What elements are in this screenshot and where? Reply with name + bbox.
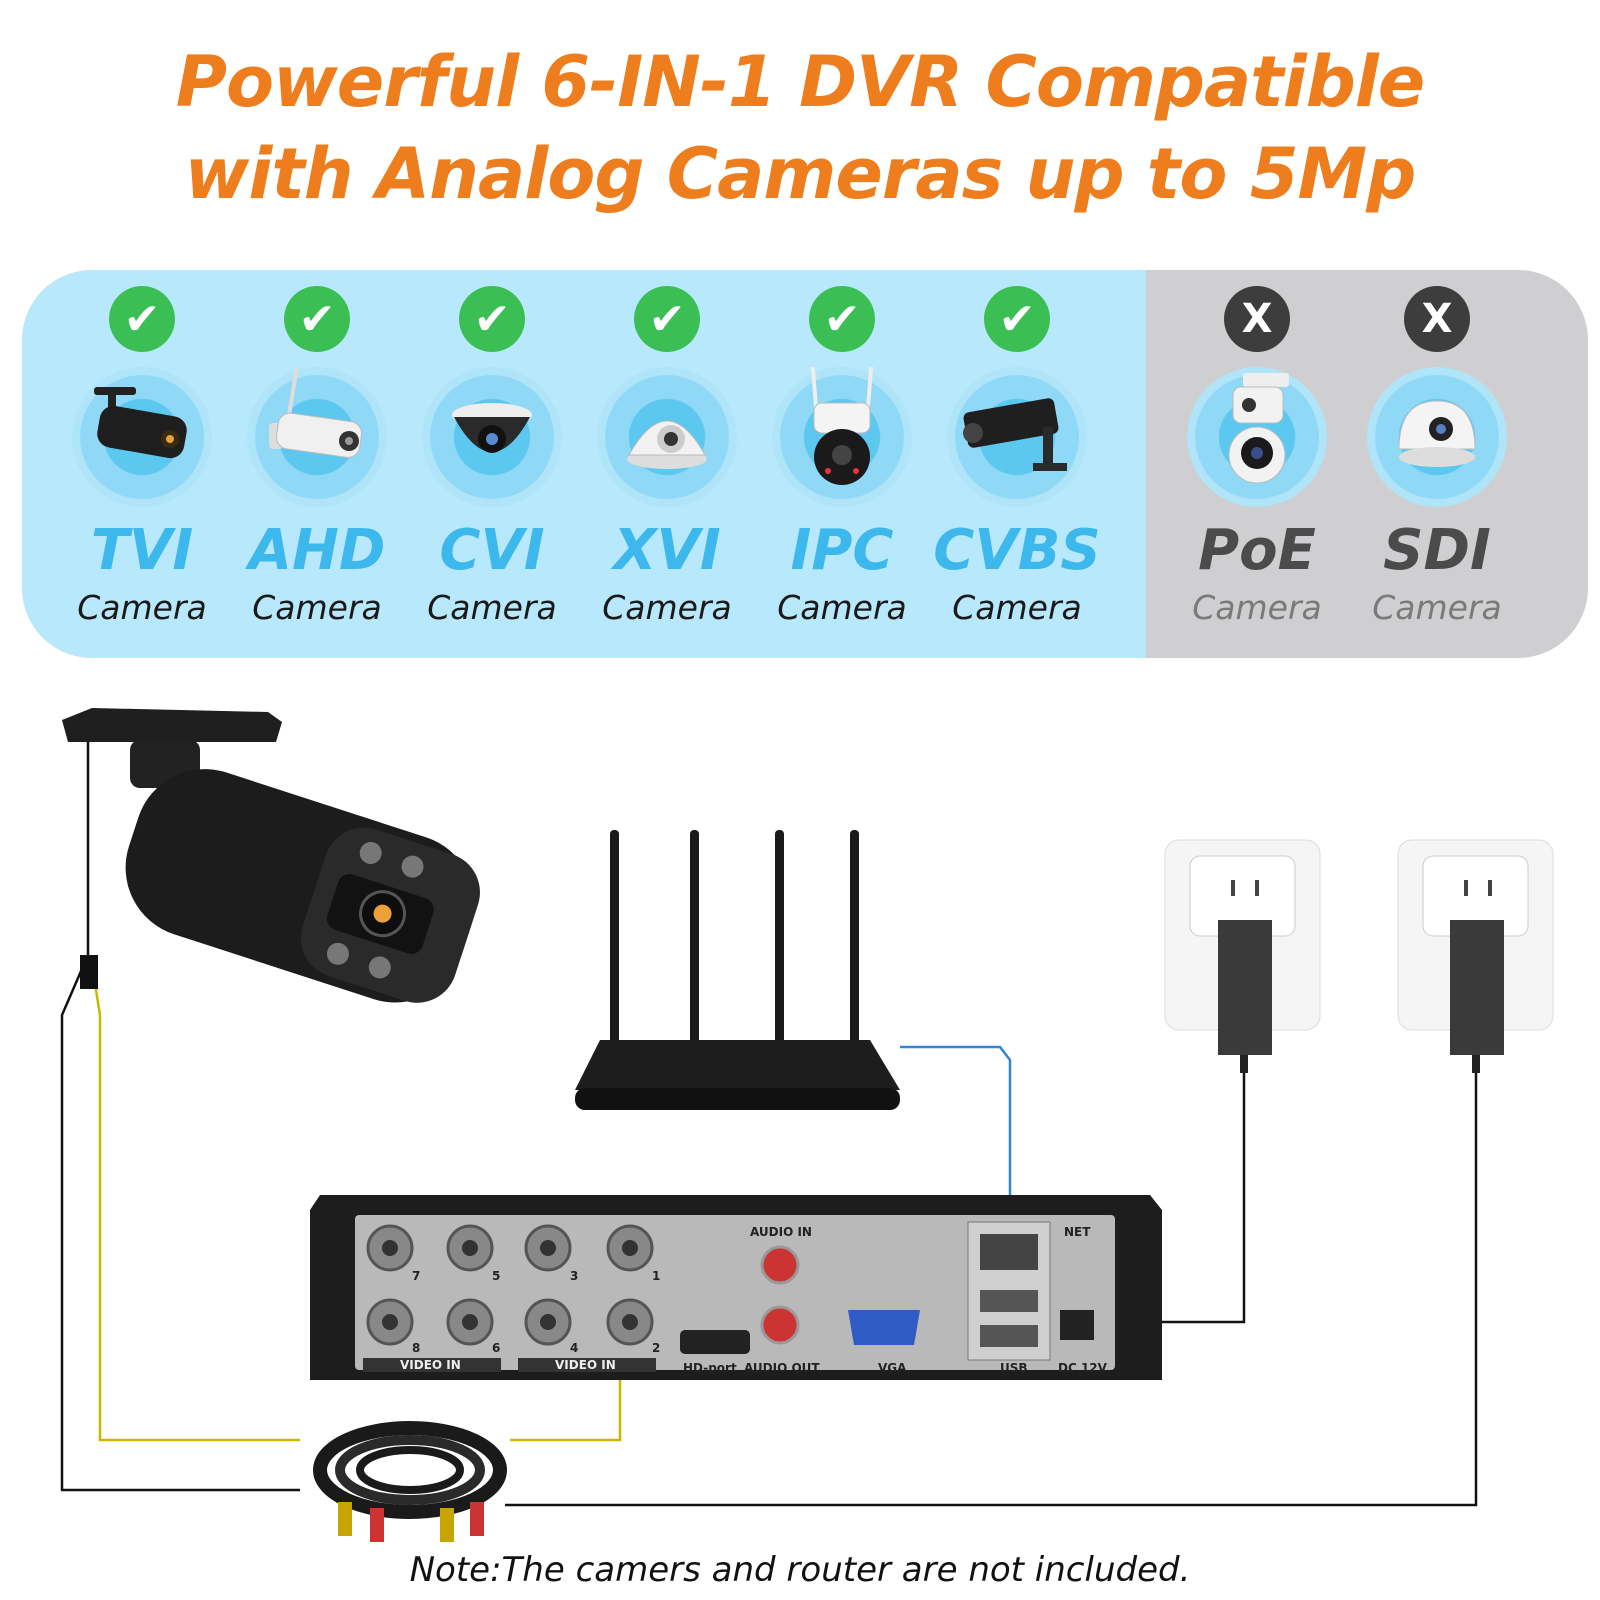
- wall-outlet-2: [1397, 839, 1554, 1073]
- cross-icon: X: [1224, 286, 1290, 352]
- camera-type: Camera: [77, 588, 207, 627]
- camera-name: XVI: [613, 518, 721, 583]
- disclaimer-note: Note:The camers and router are not inclu…: [409, 1550, 1191, 1590]
- camera-type: Camera: [252, 588, 382, 627]
- check-icon: ✔: [459, 286, 525, 352]
- check-icon: ✔: [984, 286, 1050, 352]
- svg-text:2: 2: [652, 1341, 660, 1355]
- wall-outlet-1: [1164, 839, 1321, 1073]
- camera-type: Camera: [602, 588, 732, 627]
- usb-label: USB: [1000, 1361, 1028, 1375]
- svg-text:5: 5: [492, 1269, 500, 1283]
- svg-text:8: 8: [412, 1341, 420, 1355]
- camera-type: Camera: [952, 588, 1082, 627]
- net-label: NET: [1064, 1225, 1091, 1239]
- audio-out-label: AUDIO OUT: [744, 1361, 820, 1375]
- camera-name: CVI: [439, 518, 545, 583]
- camera-name: TVI: [90, 518, 194, 583]
- camera-type: Camera: [1192, 588, 1322, 627]
- camera-card-tvi: ✔ TVI Camera: [57, 270, 227, 658]
- svg-text:6: 6: [492, 1341, 500, 1355]
- dome-camera-icon: [422, 367, 562, 507]
- turret-camera-icon: [597, 367, 737, 507]
- network-cable: [900, 1045, 1012, 1230]
- audio-in-port: [760, 1245, 800, 1285]
- video-cable-camera: [90, 964, 300, 1442]
- usb-port-2: [980, 1325, 1038, 1347]
- audio-out-port: [760, 1305, 800, 1345]
- camera-type: Camera: [777, 588, 907, 627]
- wifi-bullet-camera-icon: [247, 367, 387, 507]
- bullet-camera: [62, 708, 480, 1003]
- usb-port-1: [980, 1290, 1038, 1312]
- dvr-recorder: 7 5 3 1 8 6 4 2 VIDEO IN VIDEO IN AUDIO …: [310, 1195, 1162, 1380]
- video-in-ports: 7 5 3 1 8 6 4 2: [366, 1224, 660, 1355]
- dc-label: DC 12V: [1058, 1361, 1108, 1375]
- bullet-camera-icon: [72, 367, 212, 507]
- svg-text:7: 7: [412, 1269, 420, 1283]
- router: [575, 830, 900, 1110]
- video-in-label-2: VIDEO IN: [555, 1358, 616, 1372]
- check-icon: ✔: [284, 286, 350, 352]
- coiled-cable: [313, 1421, 507, 1542]
- check-icon: ✔: [634, 286, 700, 352]
- camera-name: PoE: [1198, 518, 1316, 583]
- dc-port: [1060, 1310, 1094, 1340]
- ptz-camera-icon: [772, 367, 912, 507]
- camera-name: AHD: [248, 518, 386, 583]
- svg-text:1: 1: [652, 1269, 660, 1283]
- camera-card-poe: X PoE Camera: [1172, 270, 1342, 658]
- camera-card-cvbs: ✔ CVBS Camera: [932, 270, 1102, 658]
- hd-port-label: HD-port: [683, 1361, 737, 1375]
- camera-name: CVBS: [933, 518, 1101, 583]
- eyeball-camera-icon: [1367, 367, 1507, 507]
- dual-lens-camera-icon: [1187, 367, 1327, 507]
- camera-card-ipc: ✔ IPC Camera: [757, 270, 927, 658]
- power-cable-dvr-adapter: [505, 1055, 1478, 1507]
- camera-type: Camera: [1372, 588, 1502, 627]
- camera-card-xvi: ✔ XVI Camera: [582, 270, 752, 658]
- audio-in-label: AUDIO IN: [750, 1225, 812, 1239]
- title-line-2: with Analog Cameras up to 5Mp: [184, 133, 1417, 215]
- video-in-label-1: VIDEO IN: [400, 1358, 461, 1372]
- vga-label: VGA: [878, 1361, 907, 1375]
- camera-type: Camera: [427, 588, 557, 627]
- compatibility-panel: ✔ TVI Camera ✔ AHD Camera ✔ CVI Camera ✔…: [22, 270, 1588, 658]
- svg-text:3: 3: [570, 1269, 578, 1283]
- ethernet-port: [980, 1234, 1038, 1270]
- camera-card-cvi: ✔ CVI Camera: [407, 270, 577, 658]
- vga-port: [848, 1310, 920, 1345]
- camera-name: SDI: [1383, 518, 1491, 583]
- svg-text:4: 4: [570, 1341, 578, 1355]
- connection-diagram: 7 5 3 1 8 6 4 2 VIDEO IN VIDEO IN AUDIO …: [60, 708, 1554, 1542]
- box-camera-icon: [947, 367, 1087, 507]
- title-line-1: Powerful 6-IN-1 DVR Compatible: [175, 41, 1426, 123]
- check-icon: ✔: [809, 286, 875, 352]
- power-cable-camera: [60, 740, 300, 1492]
- check-icon: ✔: [109, 286, 175, 352]
- hdmi-port: [680, 1330, 750, 1354]
- camera-card-ahd: ✔ AHD Camera: [232, 270, 402, 658]
- camera-card-sdi: X SDI Camera: [1352, 270, 1522, 658]
- cross-icon: X: [1404, 286, 1470, 352]
- camera-name: IPC: [790, 518, 894, 583]
